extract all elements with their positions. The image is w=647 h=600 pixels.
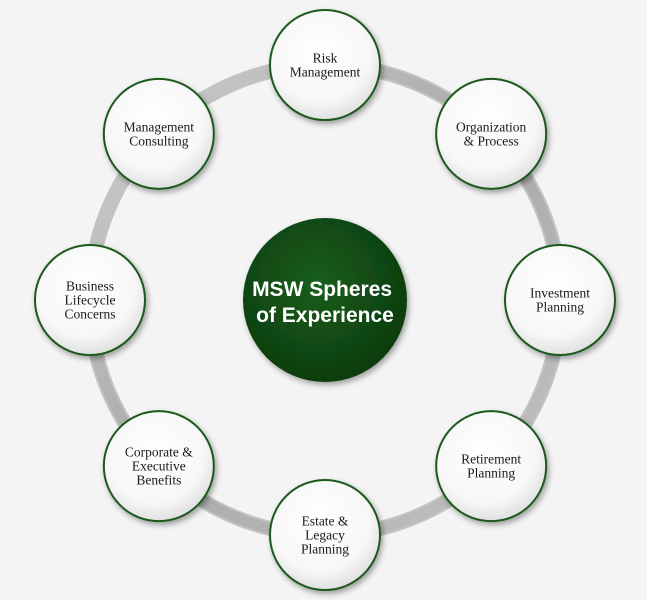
- node-label-line: Planning: [301, 542, 349, 557]
- node-circle: [102, 77, 215, 190]
- node-label-line: Planning: [467, 466, 515, 481]
- center-title-line-2: of Experience: [256, 304, 394, 327]
- node-label-line: Executive: [132, 459, 186, 474]
- node-label-line: Estate &: [302, 514, 349, 529]
- node-circle: [504, 244, 616, 356]
- node-label-line: Risk: [313, 51, 338, 66]
- node-label-line: Lifecycle: [65, 293, 116, 308]
- node-label: Organization& Process: [456, 119, 526, 148]
- node-label-line: Retirement: [461, 452, 521, 467]
- node-label-line: Planning: [536, 300, 584, 315]
- svg-text:MSW Spheres of Experienc: MSW Spheres of Experience: [252, 278, 398, 327]
- node-label-line: Consulting: [129, 133, 189, 148]
- center-sphere: MSW Spheres of Experience: [243, 218, 407, 382]
- node-circle: [435, 410, 548, 523]
- node-label-line: Investment: [530, 286, 590, 301]
- node-label-line: Benefits: [136, 473, 181, 488]
- node-circle: [269, 479, 381, 591]
- node-label-line: Corporate &: [125, 445, 193, 460]
- node-label-line: Concerns: [65, 307, 116, 322]
- node-label-line: Legacy: [305, 528, 345, 543]
- node-circle: [102, 410, 215, 523]
- node-label-line: & Process: [464, 133, 519, 148]
- node-label-line: Management: [290, 65, 361, 80]
- node-label-line: Management: [124, 119, 195, 134]
- node-circle: [34, 244, 146, 356]
- node-organization-process: Organization& Process: [435, 77, 548, 190]
- center-title-line-1: MSW Spheres: [252, 278, 392, 301]
- node-label-line: Organization: [456, 119, 526, 134]
- node-label-line: Business: [66, 279, 114, 294]
- node-circle: [269, 9, 381, 121]
- node-circle: [435, 77, 548, 190]
